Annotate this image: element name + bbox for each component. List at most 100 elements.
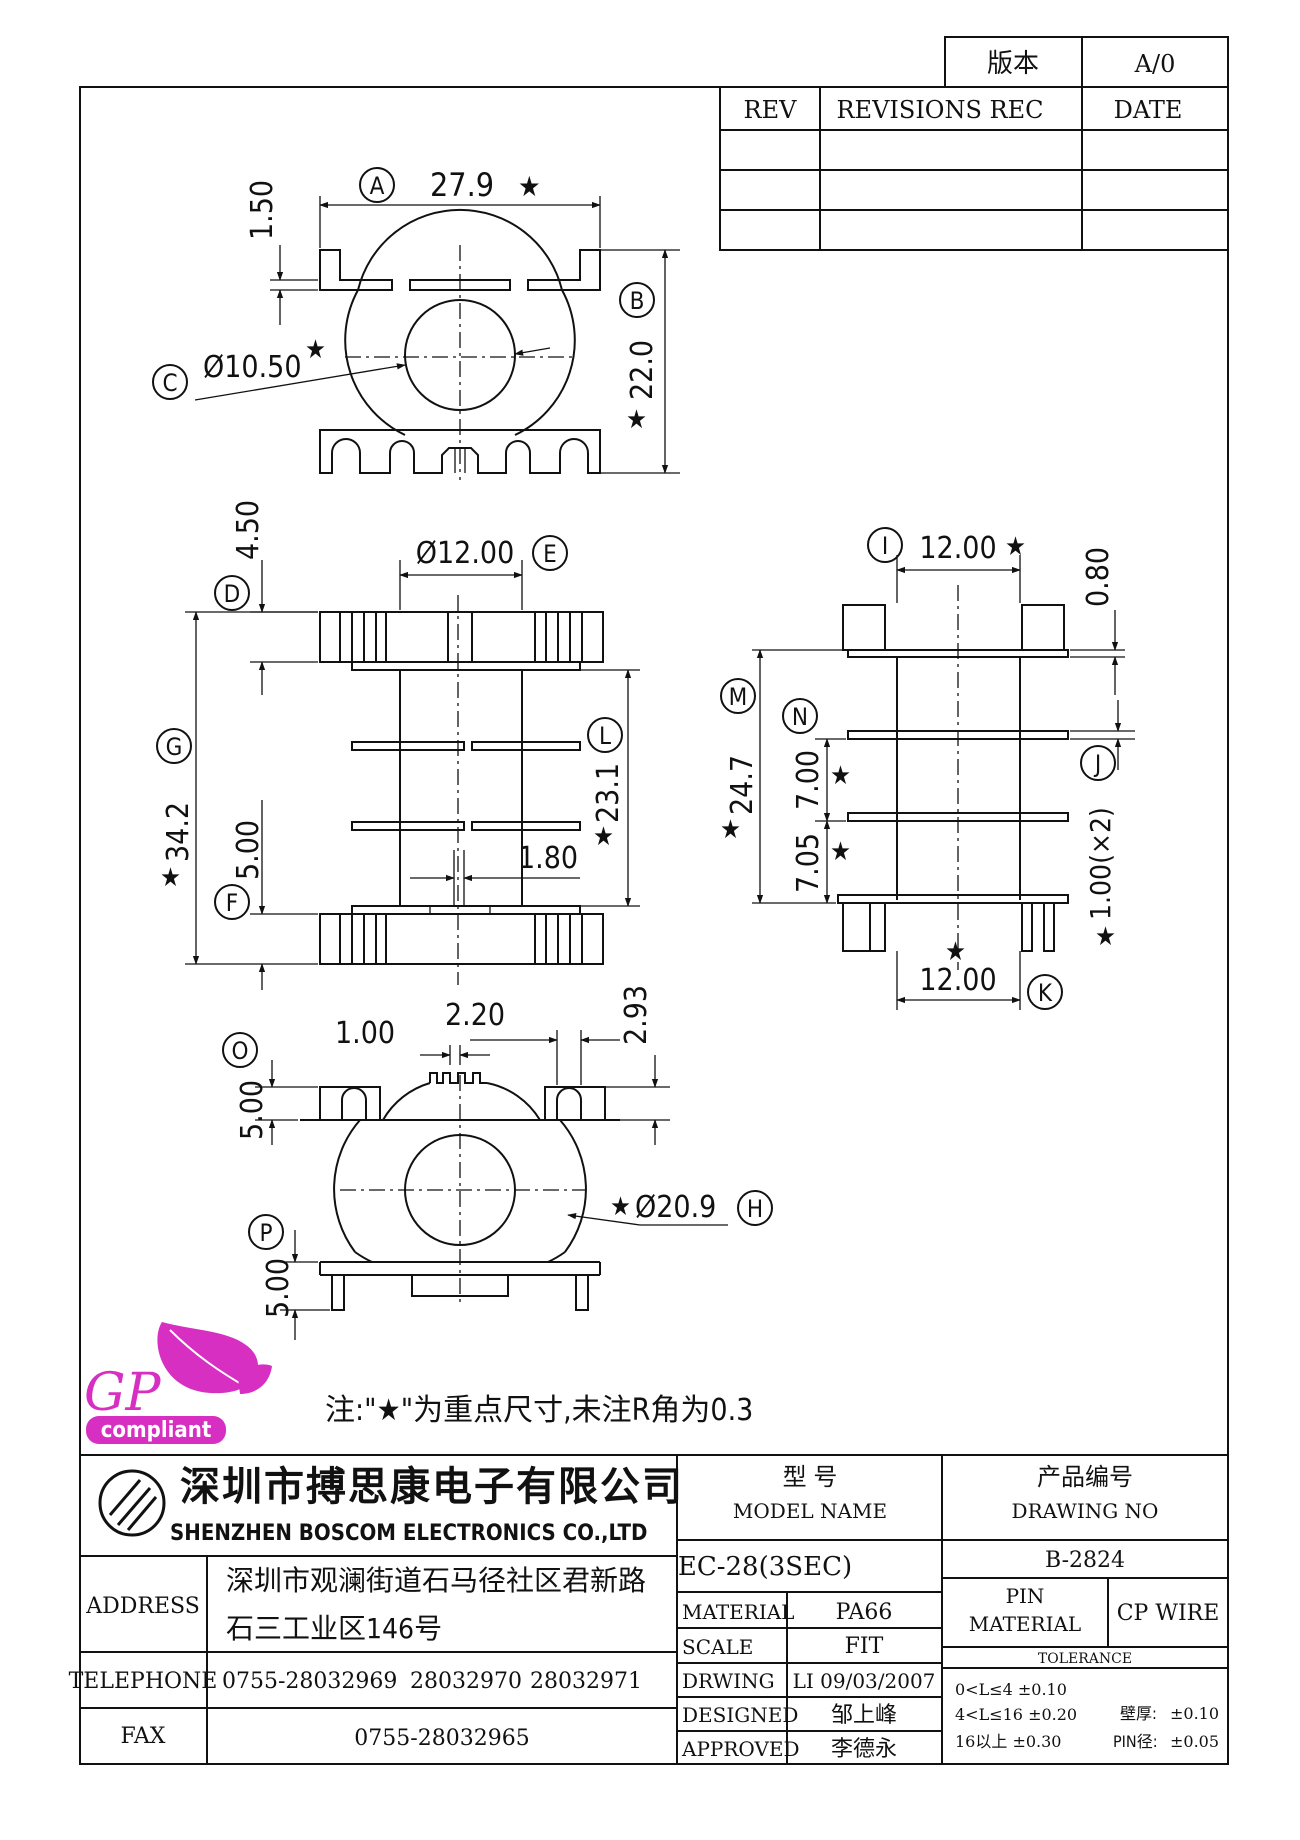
fax-value: 0755-28032965 xyxy=(354,1726,529,1751)
dim-m-value: 24.7 xyxy=(725,755,760,815)
dim-b-star: ★ xyxy=(626,405,647,435)
dim-h-star: ★ xyxy=(610,1192,631,1222)
side-view: I 12.00 ★ 0.80 J 1.00(×2) ★ M 24.7 ★ N 7… xyxy=(720,527,1135,1010)
drawing-note: 注:"★"为重点尺寸,未注R角为0.3 xyxy=(325,1393,753,1428)
dim-o-letter: O xyxy=(232,1037,249,1065)
dim-h-value: Ø20.9 xyxy=(635,1190,716,1225)
front-view: Ø12.00 E 4.50 D G 34.2 ★ 5.00 F L 23.1 ★… xyxy=(156,500,640,990)
model-label-cn: 型 号 xyxy=(783,1463,838,1491)
dim-j-value: 1.00(×2) xyxy=(1084,807,1117,920)
dim-080-value: 0.80 xyxy=(1081,547,1116,607)
dim-a-value: 27.9 xyxy=(430,166,494,204)
address-label: ADDRESS xyxy=(85,1594,200,1619)
leaf-icon xyxy=(157,1322,259,1394)
version-block: 版本 A/0 xyxy=(944,36,1229,88)
gp-logo-text: GP xyxy=(84,1363,162,1423)
company-name-en: SHENZHEN BOSCOM ELECTRONICS CO.,LTD xyxy=(170,1521,647,1546)
dim-e-letter: E xyxy=(543,540,557,568)
designed-value: 邹上峰 xyxy=(831,1703,897,1728)
drawing-no-label-en: DRAWING NO xyxy=(1012,1499,1159,1523)
material-value: PA66 xyxy=(836,1600,893,1625)
dim-150-value: 1.50 xyxy=(245,180,280,240)
telephone-3: 28032971 xyxy=(530,1669,642,1694)
revision-table: REV REVISIONS REC DATE xyxy=(719,86,1229,251)
dim-c-value: Ø10.50 xyxy=(203,350,301,385)
dim-a-letter: A xyxy=(370,172,385,200)
dim-o-value: 1.00 xyxy=(335,1016,395,1051)
drawing-border xyxy=(79,86,1229,1765)
revisions-rec-header: REVISIONS REC xyxy=(836,96,1043,124)
drawing-no-label-cn: 产品编号 xyxy=(1037,1463,1133,1491)
dim-180-value: 1.80 xyxy=(518,841,578,876)
drawing-no-value: B-2824 xyxy=(1045,1548,1125,1573)
dim-h-letter: H xyxy=(747,1195,763,1223)
dim-n-value: 7.00 xyxy=(791,750,826,810)
approved-label: APPROVED xyxy=(681,1737,800,1761)
drwing-value: LI 09/03/2007 xyxy=(793,1669,936,1693)
dim-f-letter: F xyxy=(226,889,238,917)
pin-material-value: CP WIRE xyxy=(1117,1601,1220,1626)
dim-l-value: 23.1 xyxy=(591,763,626,823)
dim-i-star: ★ xyxy=(1005,532,1026,562)
tolerance-row-2: 4<L≤16 ±0.20 xyxy=(955,1705,1077,1724)
leaf-small-icon xyxy=(238,1364,272,1394)
dim-220-value: 2.20 xyxy=(445,998,505,1033)
address-line-1: 深圳市观澜街道石马径社区君新路 xyxy=(226,1564,646,1597)
fax-label: FAX xyxy=(121,1724,166,1749)
dim-m-star: ★ xyxy=(720,815,741,845)
dim-g-letter: G xyxy=(166,733,183,761)
dim-c-letter: C xyxy=(162,369,177,397)
approved-value: 李德永 xyxy=(831,1737,897,1762)
designed-label: DESIGNED xyxy=(682,1703,798,1727)
tolerance-row-3: 16以上 ±0.30 xyxy=(955,1732,1061,1751)
date-header: DATE xyxy=(1114,96,1183,124)
dim-l-star: ★ xyxy=(593,822,614,852)
telephone-label: TELEPHONE xyxy=(69,1669,218,1694)
wall-thickness-label: 壁厚: xyxy=(1120,1704,1157,1723)
company-name-cn: 深圳市搏思康电子有限公司 xyxy=(180,1464,684,1510)
dim-c-star: ★ xyxy=(305,335,326,365)
dim-g-value: 34.2 xyxy=(161,802,196,862)
dim-d-value: 4.50 xyxy=(231,500,266,560)
dim-k-letter: K xyxy=(1038,979,1053,1007)
telephone-1: 0755-28032969 xyxy=(222,1669,397,1694)
pin-material-label-2: MATERIAL xyxy=(969,1612,1081,1636)
dim-e-value: Ø12.00 xyxy=(416,536,514,571)
rev-header: REV xyxy=(744,96,798,124)
dim-d-letter: D xyxy=(224,580,241,608)
top-view: A 27.9 ★ 1.50 B 22.0 ★ C Ø10.50 ★ xyxy=(152,166,680,480)
dim-j-star: ★ xyxy=(1095,922,1116,952)
dim-705-star: ★ xyxy=(830,837,851,867)
boscom-logo-icon xyxy=(98,1469,166,1537)
dim-p-letter: P xyxy=(259,1219,272,1247)
version-value: A/0 xyxy=(1134,50,1176,78)
title-block: 深圳市搏思康电子有限公司 SHENZHEN BOSCOM ELECTRONICS… xyxy=(69,1454,1228,1764)
dim-p-value: 5.00 xyxy=(261,1258,296,1318)
pin-material-label-1: PIN xyxy=(1006,1584,1045,1608)
dim-m-letter: M xyxy=(729,683,748,711)
scale-value: FIT xyxy=(845,1634,884,1659)
address-line-2: 石三工业区146号 xyxy=(226,1612,442,1645)
dim-k-star: ★ xyxy=(945,937,966,967)
model-value: EC-28(3SEC) xyxy=(678,1552,852,1582)
dim-l-letter: L xyxy=(599,722,611,750)
telephone-2: 28032970 xyxy=(410,1669,522,1694)
dim-a-star: ★ xyxy=(518,170,541,203)
dim-705-value: 7.05 xyxy=(791,833,826,893)
dim-g-star: ★ xyxy=(160,863,181,893)
scale-label: SCALE xyxy=(682,1635,753,1659)
bottom-view: 1.00 O 2.20 2.93 5.00 ★ Ø20.9 H 5.00 P xyxy=(222,985,773,1340)
model-label-en: MODEL NAME xyxy=(733,1499,887,1523)
dim-500-value: 5.00 xyxy=(235,1080,270,1140)
version-label: 版本 xyxy=(987,49,1039,79)
dim-i-value: 12.00 xyxy=(919,531,996,566)
dim-b-value: 22.0 xyxy=(625,340,660,400)
wall-thickness-value: ±0.10 xyxy=(1170,1704,1219,1723)
dim-f-value: 5.00 xyxy=(231,820,266,880)
dim-j-letter: J xyxy=(1093,750,1101,778)
dim-k-value: 12.00 xyxy=(919,963,996,998)
tolerance-row-1: 0<L≤4 ±0.10 xyxy=(955,1680,1067,1699)
material-label: MATERIAL xyxy=(682,1600,794,1624)
dim-293-value: 2.93 xyxy=(619,985,654,1045)
